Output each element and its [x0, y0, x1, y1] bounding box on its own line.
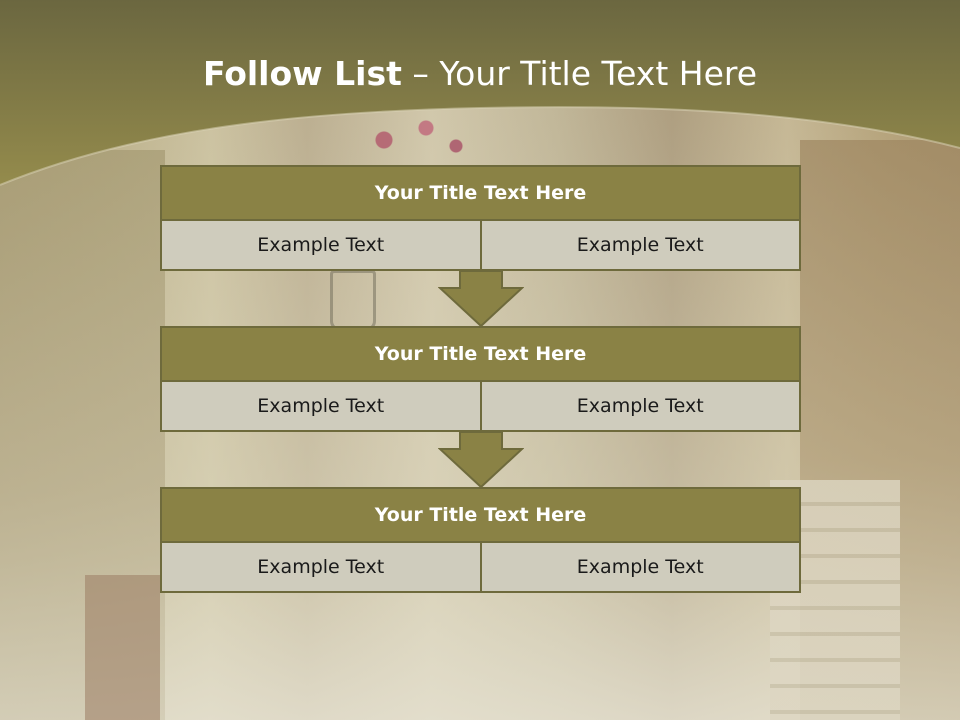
background-door — [85, 575, 160, 720]
list-block-3: Your Title Text Here Example Text Exampl… — [160, 487, 801, 593]
background-street-lamp — [330, 270, 376, 331]
slide-title-bold: Follow List — [202, 54, 402, 93]
block-cell: Example Text — [160, 382, 482, 432]
block-title: Your Title Text Here — [160, 487, 801, 543]
down-arrow-icon — [438, 270, 524, 328]
block-cell: Example Text — [481, 543, 801, 593]
block-cell: Example Text — [160, 221, 482, 271]
slide-title: Follow List – Your Title Text Here — [0, 54, 960, 93]
block-row: Example Text Example Text — [160, 221, 801, 271]
slide-title-rest: – Your Title Text Here — [401, 54, 758, 93]
block-row: Example Text Example Text — [160, 382, 801, 432]
block-title: Your Title Text Here — [160, 165, 801, 221]
header-band — [0, 0, 960, 186]
list-block-1: Your Title Text Here Example Text Exampl… — [160, 165, 801, 271]
block-row: Example Text Example Text — [160, 543, 801, 593]
block-cell: Example Text — [160, 543, 482, 593]
list-block-2: Your Title Text Here Example Text Exampl… — [160, 326, 801, 432]
block-cell: Example Text — [481, 382, 801, 432]
down-arrow-icon — [438, 431, 524, 489]
background-flowers — [360, 110, 480, 170]
block-title: Your Title Text Here — [160, 326, 801, 382]
block-cell: Example Text — [481, 221, 801, 271]
